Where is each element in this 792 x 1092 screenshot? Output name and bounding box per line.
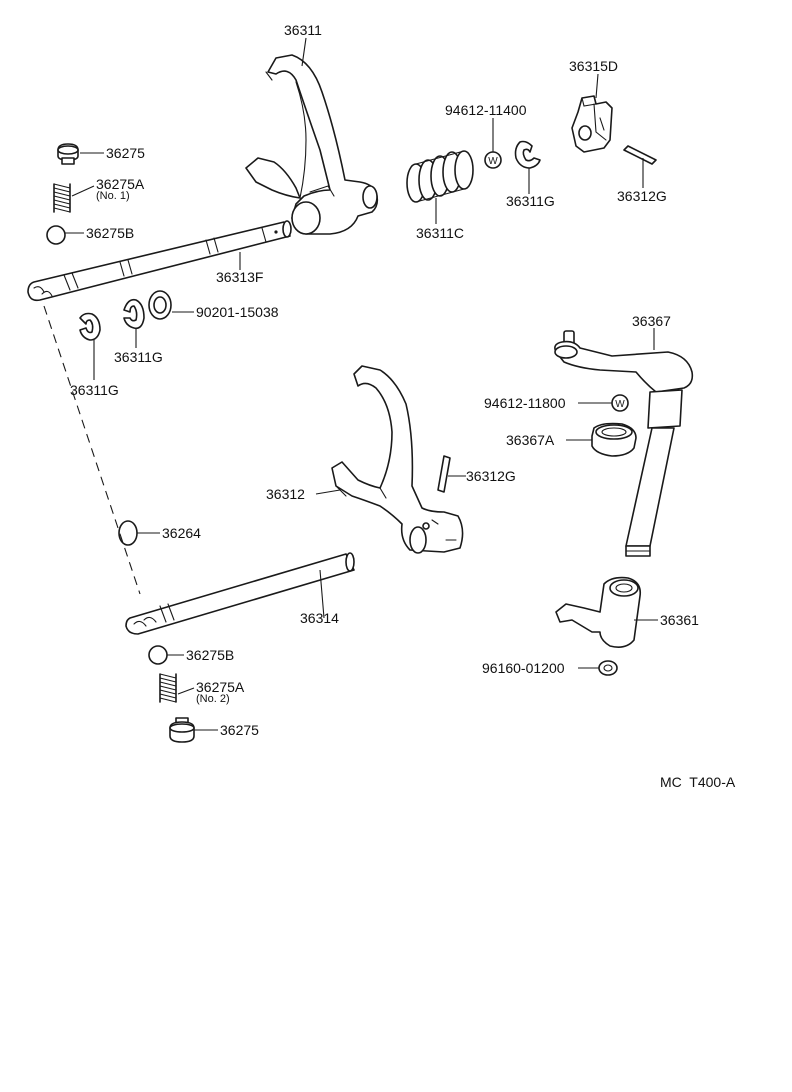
label-36312: 36312 [266, 486, 305, 502]
lever-36361 [555, 576, 642, 648]
label-36275B-bottom: 36275B [186, 647, 235, 663]
spring-36275A-no2 [159, 673, 177, 703]
ball-36275B-bottom [148, 645, 168, 665]
shaft-36314 [125, 552, 355, 635]
ball-36275B-top [46, 225, 66, 245]
label-36275-top: 36275 [106, 145, 145, 161]
svg-text:W: W [615, 399, 625, 410]
snap-ring-36311G-right [514, 140, 541, 169]
lever-36367 [554, 330, 694, 557]
label-36264: 36264 [162, 525, 201, 541]
label-36311G-mid: 36311G [114, 349, 163, 365]
label-36275B-top: 36275B [86, 225, 135, 241]
label-36315D: 36315D [569, 58, 619, 74]
svg-text:W: W [488, 156, 498, 167]
alignment-line [43, 305, 141, 595]
label-94612-11400: 94612-11400 [445, 102, 527, 118]
label-36367: 36367 [632, 313, 671, 329]
label-36311G-right: 36311G [506, 193, 555, 209]
washer-90201-15038 [148, 290, 172, 320]
label-96160-01200: 96160-01200 [482, 660, 565, 676]
pin-36312G-top [623, 145, 657, 165]
shift-fork-36311 [245, 54, 379, 235]
label-36275A-bottom-sub: (No. 2) [196, 693, 230, 705]
oil-seal-36367A [591, 422, 637, 457]
label-36312G-top: 36312G [617, 188, 667, 204]
washer-94612-11800: W [611, 394, 629, 412]
plug-36275-bottom [169, 717, 195, 743]
label-36311: 36311 [284, 22, 322, 38]
label-36275A-top: 36275A [96, 176, 145, 192]
diagram-code: MC T400-A [660, 774, 736, 790]
washer-94612-11400: W [484, 151, 502, 169]
label-36361: 36361 [660, 612, 699, 628]
bracket-36315D [571, 95, 613, 153]
shaft-36313F [27, 220, 292, 302]
pin-36264 [118, 520, 138, 546]
label-36313F: 36313F [216, 269, 264, 285]
label-94612-11800: 94612-11800 [484, 395, 566, 411]
label-36311G-left: 36311G [70, 382, 119, 398]
label-36275-bottom: 36275 [220, 722, 259, 738]
shift-fork-36312 [331, 365, 464, 554]
spring-36311C [406, 150, 474, 203]
label-36367A: 36367A [506, 432, 555, 448]
ring-96160-01200 [598, 660, 618, 676]
label-36314: 36314 [300, 610, 339, 626]
label-36311C: 36311C [416, 225, 465, 241]
snap-ring-36311G-left [79, 312, 101, 341]
spring-36275A-no1 [53, 183, 71, 213]
label-36275A-bottom: 36275A [196, 679, 245, 695]
label-36312G-mid: 36312G [466, 468, 516, 484]
pin-36312G-mid [437, 455, 451, 493]
label-90201-15038: 90201-15038 [196, 304, 279, 320]
leader-lines [65, 37, 658, 731]
plug-36275-top [57, 143, 79, 165]
label-36275A-top-sub: (No. 1) [96, 190, 130, 202]
snap-ring-36311G-mid [123, 298, 145, 330]
